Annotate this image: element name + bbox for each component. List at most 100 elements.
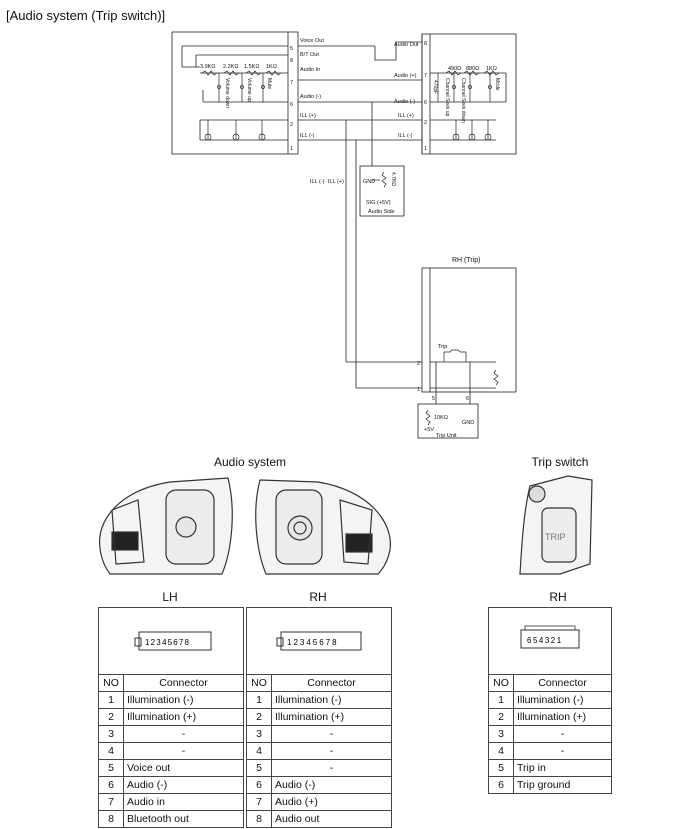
lh-label-ill-plus: ILL (+) xyxy=(300,113,316,119)
lh-mute-button xyxy=(175,516,197,538)
trip-switch-knob xyxy=(528,485,546,503)
audio-side-res: 4.7KΩ xyxy=(390,172,396,186)
lh-resistor-value: 3.9KΩ xyxy=(200,64,215,70)
wire-label-ill-minus: ILL (-) xyxy=(310,179,325,185)
switch-illustrations: TRIP xyxy=(99,475,593,575)
rh-pin: 1 xyxy=(424,146,427,152)
table-row: 3- xyxy=(98,725,244,743)
rh-label-audio-plus: Audio (+) xyxy=(394,73,417,79)
lh-pin: 1 xyxy=(290,146,293,152)
trip-unit-v: +5V xyxy=(424,427,434,433)
lh-pin: 7 xyxy=(290,80,293,86)
rh-seek-button xyxy=(287,515,313,541)
trip-connector-cell: 654321 xyxy=(488,607,612,675)
lh-header-no: NO xyxy=(98,674,124,692)
trip-switch-button xyxy=(541,507,577,563)
rh-label-ill-minus: ILL (-) xyxy=(398,133,413,139)
lh-pin: 6 xyxy=(290,102,293,108)
lh-label-voice-out: Voice Out xyxy=(300,38,324,44)
lh-switch-label: Mute xyxy=(266,78,272,89)
table-row: 4- xyxy=(98,742,244,760)
trip-box-title: RH (Trip) xyxy=(452,257,481,264)
trip-header-no: NO xyxy=(488,674,514,692)
trip-header-connector: Connector xyxy=(513,674,612,692)
rh-pin: 6 xyxy=(424,100,427,106)
trip-pin: 1 xyxy=(417,387,420,393)
lh-switch-label: Volume down xyxy=(224,78,230,108)
trip-label: Trip xyxy=(438,344,447,350)
lh-label-audio-minus: Audio (-) xyxy=(300,94,321,100)
rh-header-no: NO xyxy=(246,674,272,692)
svg-text:TRIP: TRIP xyxy=(545,532,566,542)
lh-connector-pins: 12345678 xyxy=(145,638,190,647)
lh-connector-cell: 12345678 xyxy=(98,607,244,675)
caption-lh: LH xyxy=(162,590,178,604)
lh-header-connector: Connector xyxy=(123,674,244,692)
caption-rh: RH xyxy=(309,590,327,604)
table-row: 3- xyxy=(246,725,392,743)
lh-pin: 5 xyxy=(290,46,293,52)
rh-pin: 8 xyxy=(424,41,427,47)
audio-side-gnd: GND xyxy=(363,179,375,185)
lh-label-ill-minus: ILL (-) xyxy=(300,133,315,139)
audio-side-label: Audio Side xyxy=(368,209,395,215)
rh-resistor-value: 880Ω xyxy=(466,66,479,72)
lh-pin: 2 xyxy=(290,122,293,128)
rh-switch-label: Channel Seek up xyxy=(444,78,450,117)
lh-resistor-value: 1.5KΩ xyxy=(244,64,259,70)
rh-resistor-value: 490Ω xyxy=(448,66,461,72)
rh-capacitor-value: 470pF xyxy=(432,80,438,94)
rh-pin: 2 xyxy=(424,120,427,126)
trip-unit-res: 10KΩ xyxy=(434,415,448,421)
lh-label-audio-in: Audio In xyxy=(300,67,320,73)
rh-label-audio-minus: Audio (-) xyxy=(394,99,415,105)
trip-unit-label: Trip Unit xyxy=(436,433,457,439)
lh-label-bt-out: B/T Out xyxy=(300,52,319,58)
rh-label-audio-out: Audio Out xyxy=(394,42,419,48)
trip-pin: 6 xyxy=(466,396,469,402)
table-row: 5- xyxy=(246,759,392,777)
rh-label-ill-plus: ILL (+) xyxy=(398,113,414,119)
rh-connector-pins: 12345678 xyxy=(287,638,339,647)
trip-connector-pins: 654321 xyxy=(527,636,563,645)
lh-pin: 8 xyxy=(290,58,293,64)
lh-rocker xyxy=(111,531,139,551)
trip-pin: 5 xyxy=(432,396,435,402)
trip-unit-gnd: GND xyxy=(462,420,474,426)
rh-switch-label: Channel Seek down xyxy=(460,78,466,123)
audio-side-sig: SIG (+5V) xyxy=(366,200,391,206)
lh-resistor-value: 1KΩ xyxy=(266,64,277,70)
table-row: 3- xyxy=(488,725,612,743)
rh-header-connector: Connector xyxy=(271,674,392,692)
caption-trip-switch: Trip switch xyxy=(531,455,589,469)
caption-audio-system: Audio system xyxy=(213,455,287,469)
wiring-diagram: Voice Out B/T Out Audio In Audio (-) ILL… xyxy=(171,31,517,439)
rh-pin: 7 xyxy=(424,73,427,79)
trip-pin: 2 xyxy=(417,361,420,367)
rh-connector-cell: 12345678 xyxy=(246,607,392,675)
wire-label-ill-plus: ILL (+) xyxy=(328,179,344,185)
rh-resistor-value: 1KΩ xyxy=(486,66,497,72)
rh-rocker xyxy=(345,533,373,553)
table-row: 4- xyxy=(246,742,392,760)
lh-resistor-value: 2.2KΩ xyxy=(223,64,238,70)
caption-rh-trip: RH xyxy=(549,590,567,604)
rh-switch-label: Mode xyxy=(494,78,500,91)
